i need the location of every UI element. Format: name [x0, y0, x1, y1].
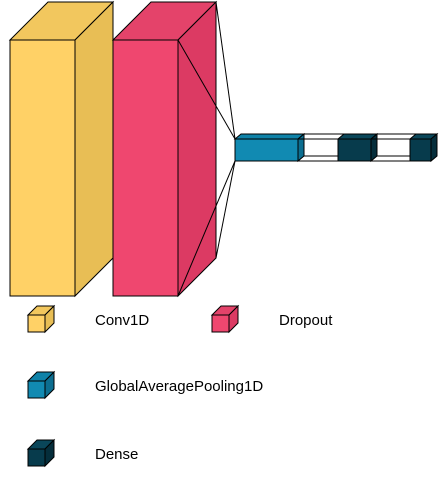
conv1d-block: [8, 0, 115, 298]
legend-label-dropout: Dropout: [279, 312, 333, 329]
legend-item-conv1d: Conv1D: [26, 304, 149, 334]
swatch-front: [27, 448, 46, 467]
swatch-front: [27, 314, 46, 333]
legend-item-gap: GlobalAveragePooling1D: [26, 370, 263, 400]
dense-dense-connectors: [371, 133, 416, 162]
legend-swatch-conv1d: [26, 304, 56, 334]
legend-swatch-dense: [26, 438, 56, 468]
legend-label-conv1d: Conv1D: [95, 312, 149, 329]
legend-label-gap: GlobalAveragePooling1D: [95, 378, 263, 395]
legend-label-dense: Dense: [95, 446, 138, 463]
dense-block-1-side: [370, 132, 378, 163]
dropout-block-front: [112, 39, 179, 297]
dense-block-2-side: [430, 132, 438, 163]
legend-swatch-gap: [26, 370, 56, 400]
dense-block-2-front: [409, 138, 432, 162]
swatch-front: [211, 314, 230, 333]
connector-line: [177, 160, 236, 297]
legend-item-dense: Dense: [26, 438, 138, 468]
funnel-connectors: [177, 1, 236, 297]
swatch-front: [27, 380, 46, 399]
dense-block-1: [336, 132, 379, 163]
dense-block-1-front: [337, 138, 372, 162]
conv1d-block-front: [9, 39, 76, 297]
connector-line: [215, 160, 236, 259]
legend: Conv1D Dropout GlobalAveragePooling1D: [26, 304, 333, 468]
gap-block-top: [233, 133, 306, 140]
connector-line: [215, 1, 236, 140]
conv1d-block-side: [74, 0, 114, 298]
connector-line: [177, 39, 236, 140]
gap-block-side: [297, 132, 305, 163]
dropout-block: [111, 0, 218, 298]
dense-block-2: [408, 132, 439, 163]
gap-block: [233, 132, 306, 163]
legend-swatch-dropout: [210, 304, 240, 334]
gap-dense-connectors: [298, 133, 344, 162]
legend-item-dropout: Dropout: [210, 304, 333, 334]
gap-block-front: [234, 138, 299, 162]
